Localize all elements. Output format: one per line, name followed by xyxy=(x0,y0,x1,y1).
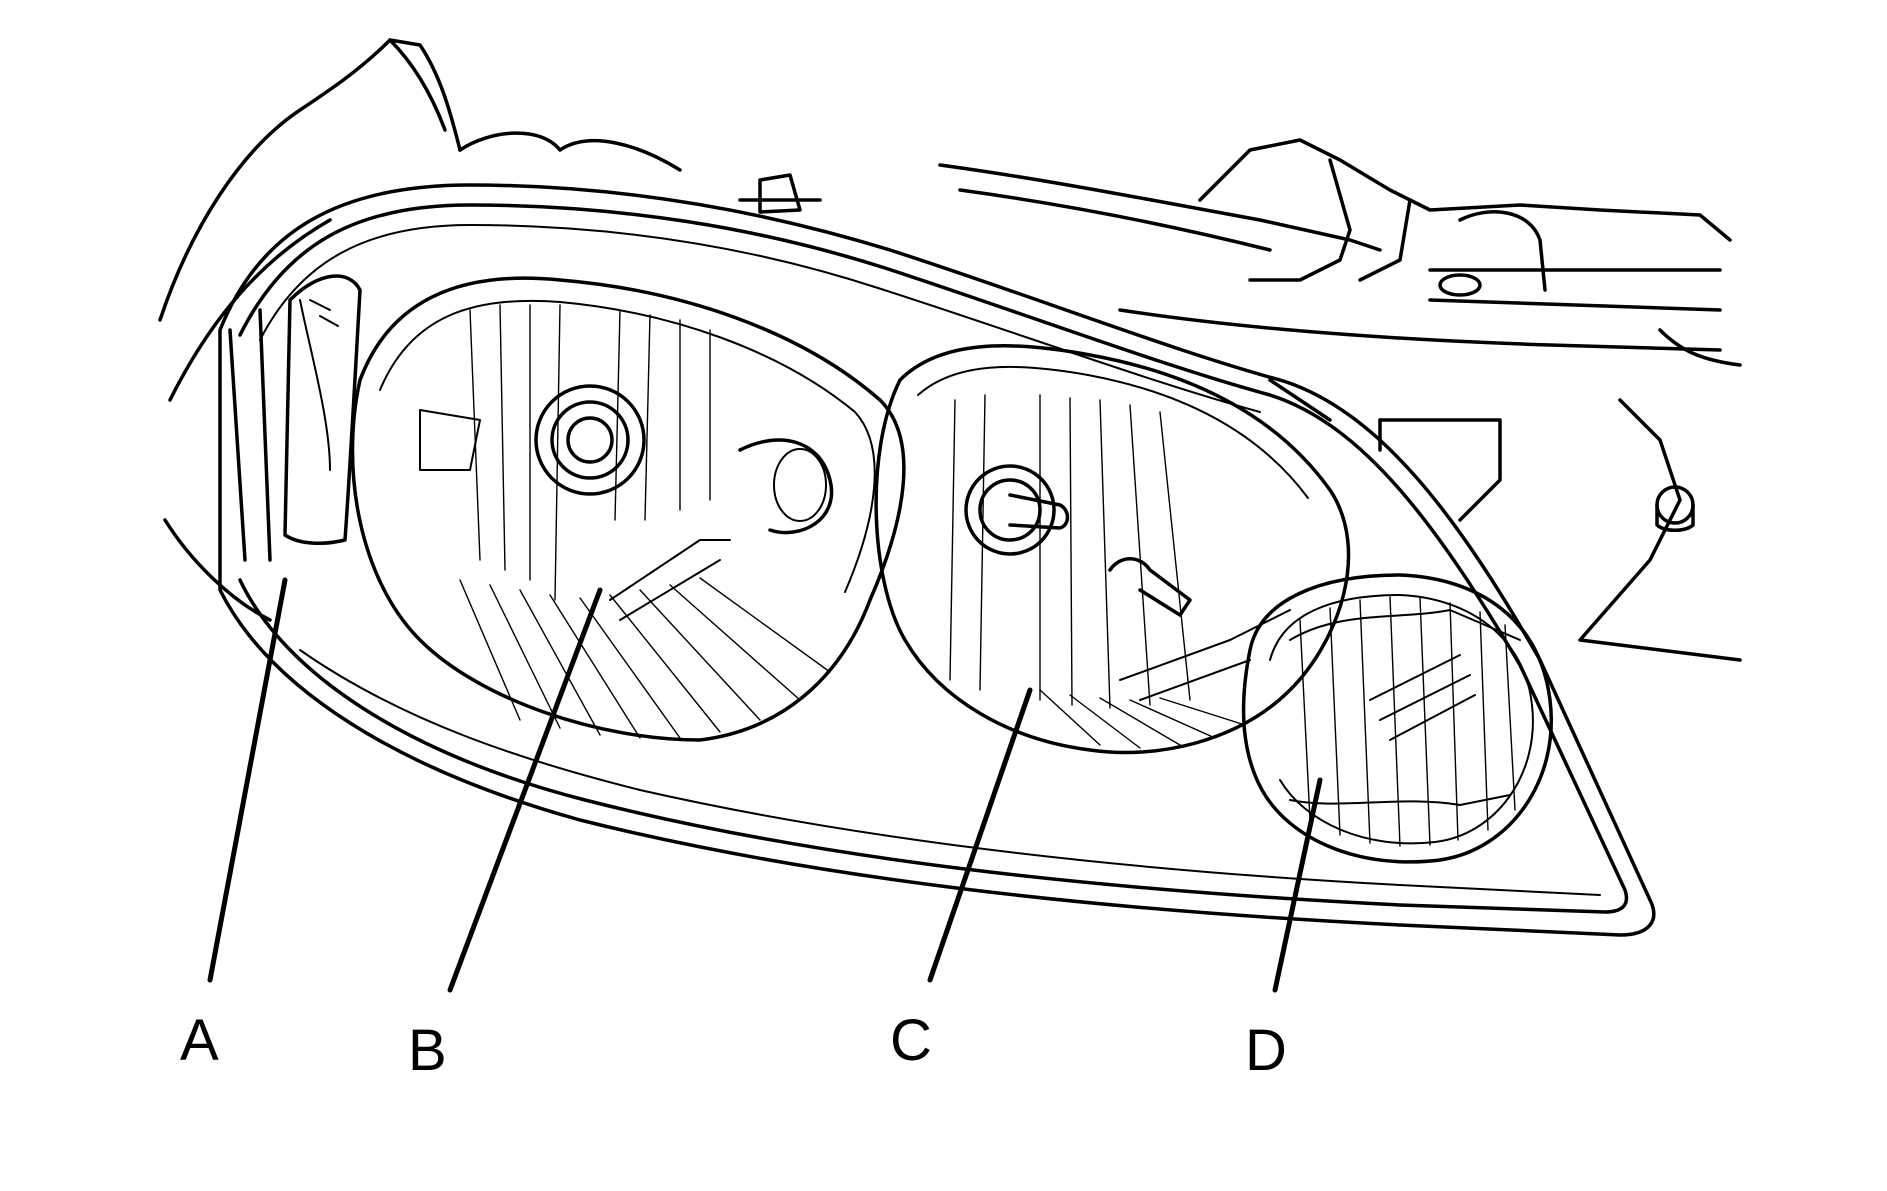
fender-panel xyxy=(158,38,682,622)
callout-b: B xyxy=(408,1018,447,1083)
callout-labels: A B C D xyxy=(180,1008,1287,1083)
high-beam-lamp xyxy=(874,344,1351,755)
turn-signal-lamp xyxy=(1241,573,1553,864)
callout-c: C xyxy=(890,1008,932,1073)
leader-line-a xyxy=(207,577,288,983)
callout-d: D xyxy=(1245,1018,1287,1083)
leader-line-d xyxy=(1272,777,1323,993)
low-beam-lamp xyxy=(350,276,906,742)
callout-a: A xyxy=(180,1008,219,1073)
callout-leaders xyxy=(207,577,1323,993)
engine-bay-bracket xyxy=(738,138,1742,662)
headlamp-housing xyxy=(218,183,1656,937)
leader-line-b xyxy=(447,587,603,993)
side-marker-lamp xyxy=(283,274,362,546)
leader-line-c xyxy=(927,687,1033,983)
